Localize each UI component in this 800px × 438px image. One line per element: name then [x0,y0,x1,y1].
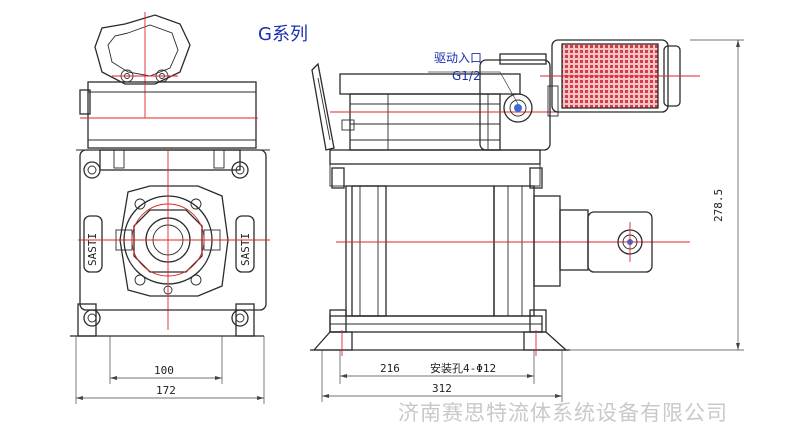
inlet-thread: G1/2 [452,69,481,83]
dim-side-216: 216 [380,362,400,375]
mounting-holes-note: 安装孔4-Φ12 [430,361,496,375]
side-view: 驱动入口 G1/2 [310,39,744,402]
dim-front-100: 100 [154,364,174,377]
dim-side-312: 312 [432,382,452,395]
brand-plate-right: SASTI [239,233,252,266]
front-view: SASTI SASTI 100 172 [70,12,270,404]
series-title: G系列 [258,24,308,45]
dim-height: 278.5 [712,189,725,222]
inlet-label: 驱动入口 [434,51,482,65]
brand-plate-left: SASTI [86,233,99,266]
dim-front-172: 172 [156,384,176,397]
company-watermark: 济南赛思特流体系统设备有限公司 [398,401,728,425]
